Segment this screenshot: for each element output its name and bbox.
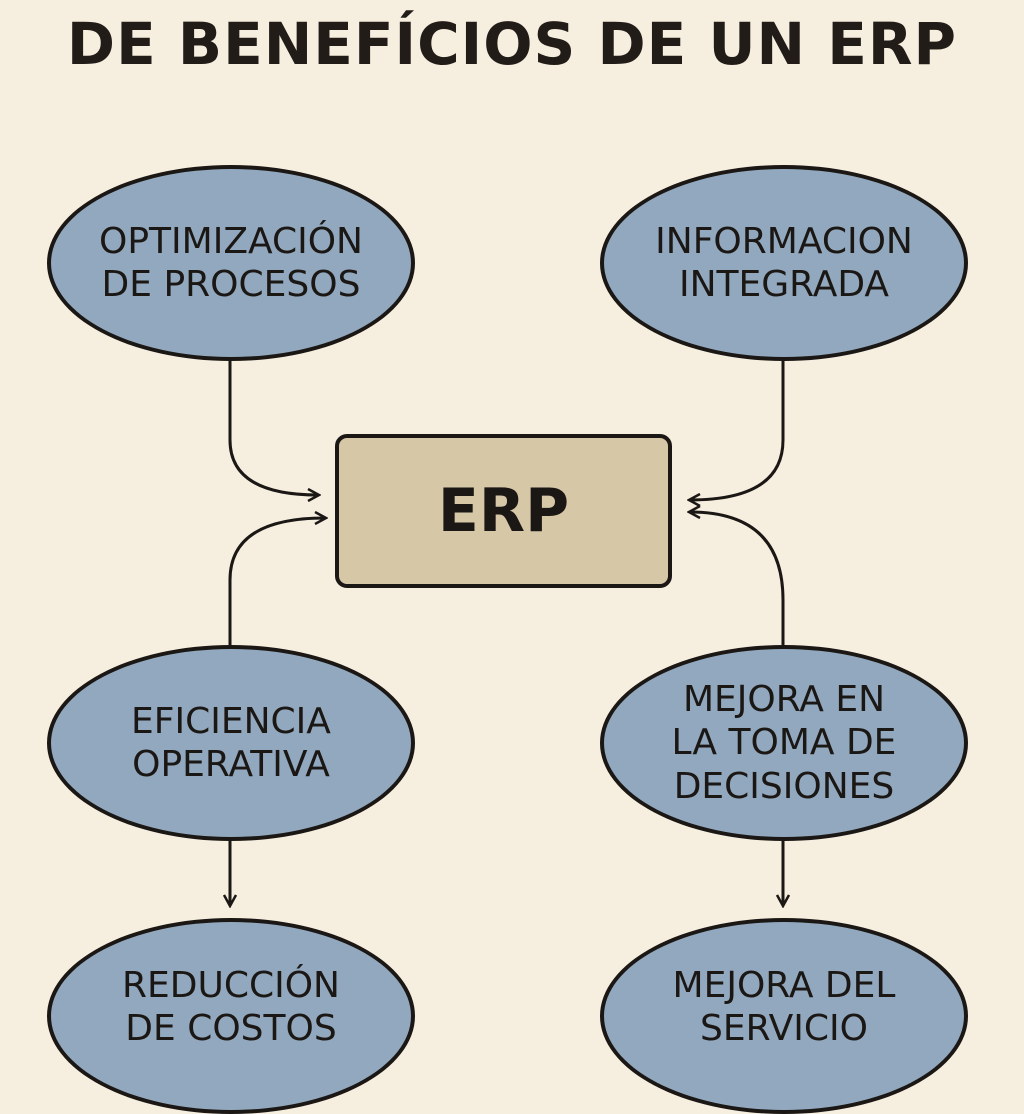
node-eficiencia-operativa: EFICIENCIA OPERATIVA (47, 645, 415, 841)
arrow-top-left-to-erp (228, 360, 318, 495)
arrow-mid-left-to-erp (228, 518, 325, 645)
arrow-mid-right-to-erp (690, 512, 785, 645)
node-mejora-toma-decisiones: MEJORA EN LA TOMA DE DECISIONES (600, 645, 968, 841)
node-reduccion-costos: REDUCCIÓN DE COSTOS (47, 918, 415, 1114)
arrow-top-right-to-erp (690, 360, 785, 500)
node-erp: ERP (335, 434, 672, 588)
connector-arrows (0, 360, 1024, 1024)
diagram-title: DE BENEFÍCIOS DE UN ERP (66, 10, 958, 78)
node-informacion-integrada: INFORMACION INTEGRADA (600, 165, 968, 361)
node-optimizacion-procesos: OPTIMIZACIÓN DE PROCESOS (47, 165, 415, 361)
node-mejora-servicio: MEJORA DEL SERVICIO (600, 918, 968, 1114)
